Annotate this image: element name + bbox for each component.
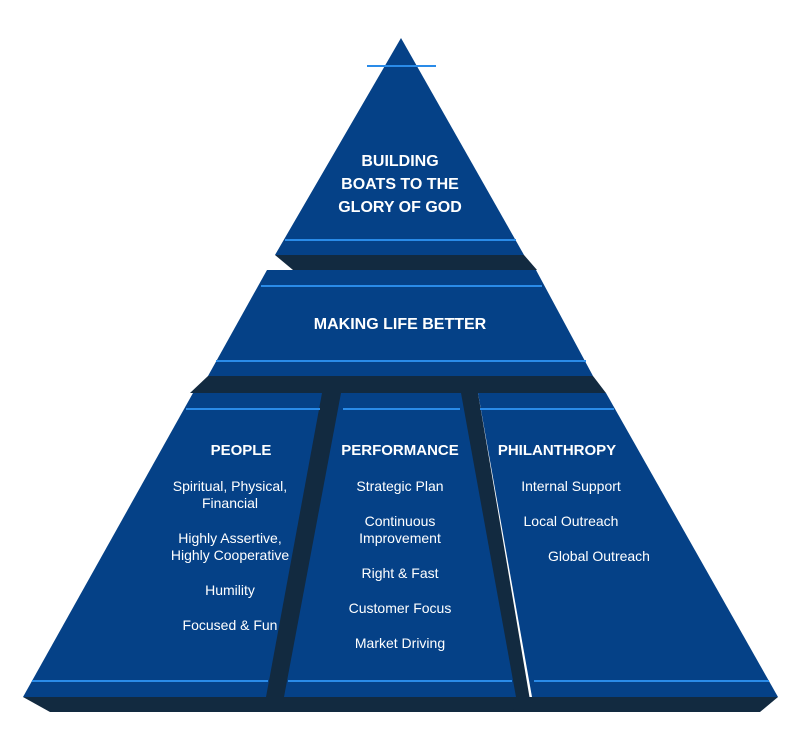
list-item: Customer Focus [348,600,452,616]
list-item: Strategic Plan [356,478,444,494]
bottom-tier-shadow [23,697,778,712]
top-tier-title: BUILDING BOATS TO THE GLORY OF GOD [338,153,462,216]
top-tier-face [275,38,524,255]
performance-column-face [284,393,516,697]
middle-tier-title: MAKING LIFE BETTER [313,316,487,333]
list-item: Spiritual, Physical, Financial [172,478,288,511]
people-item-list: Spiritual, Physical, Financial Highly As… [145,478,315,634]
separator-right [458,393,532,712]
list-item: Internal Support [521,478,621,494]
separator-left [262,393,342,712]
people-column-face [23,393,322,697]
list-item: Focused & Fun [182,617,278,633]
list-item: Continuous Improvement [359,513,441,546]
top-tier-shadow [275,255,537,270]
middle-tier-shadow [190,376,606,393]
middle-tier-face [208,270,593,376]
performance-item-list: Strategic Plan Continuous Improvement Ri… [315,478,485,652]
list-item: Local Outreach [523,513,619,529]
list-item: Highly Assertive, Highly Cooperative [170,530,290,563]
list-item: Global Outreach [548,548,650,564]
list-item: Right & Fast [361,565,439,581]
list-item: Market Driving [354,635,446,651]
philanthropy-column-title: PHILANTHROPY [497,442,617,459]
philanthropy-item-list: Internal Support Local Outreach Global O… [486,478,656,565]
performance-column-title: PERFORMANCE [341,442,459,459]
list-item: Humility [205,582,255,598]
people-column-title: PEOPLE [210,442,272,459]
philanthropy-column-face [478,393,778,697]
